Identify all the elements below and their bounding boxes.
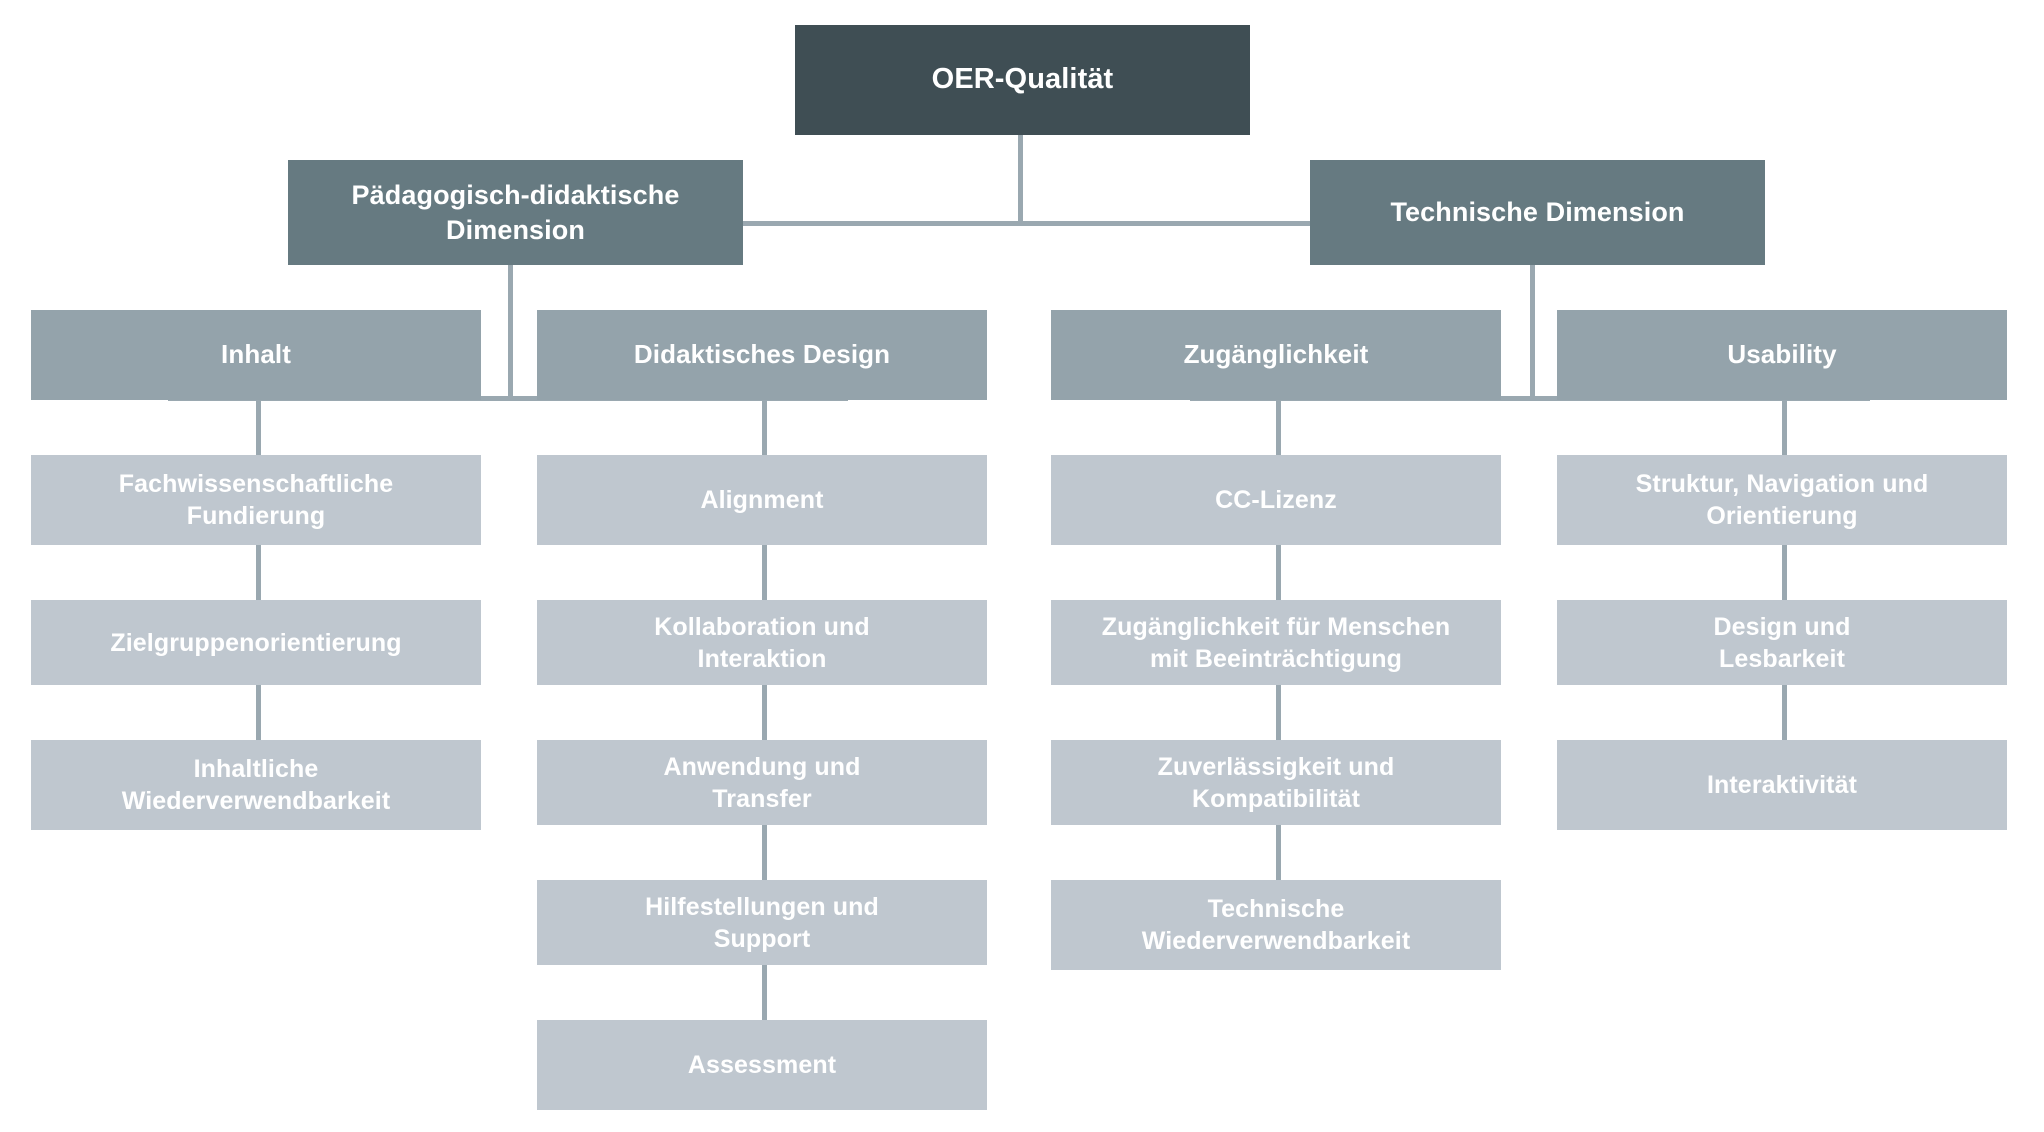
node-label: Didaktisches Design	[633, 339, 891, 370]
connector-didaktisches-design-2	[762, 545, 767, 600]
connector-zugaenglichkeit-3	[1276, 685, 1281, 740]
connector-inhalt-1	[256, 400, 261, 455]
connector-zugaenglichkeit-1	[1276, 400, 1281, 455]
node-label: Zuverlässigkeit und Kompatibilität	[1157, 752, 1395, 813]
node-label: CC-Lizenz	[1215, 486, 1337, 514]
node-category-inhalt[interactable]: Inhalt	[31, 310, 481, 400]
connector-didaktisches-design-4	[762, 825, 767, 880]
node-label: Hilfestellungen und Support	[645, 892, 879, 953]
connector-zugaenglichkeit-2	[1276, 545, 1281, 600]
node-label: Fachwissenschaftliche Fundierung	[118, 470, 394, 530]
connector-paedagogisch-categories	[168, 396, 848, 401]
node-label: Alignment	[700, 486, 824, 514]
node-category-zugaenglichkeit[interactable]: Zugänglichkeit	[1051, 310, 1501, 400]
connector-technisch-down	[1530, 265, 1535, 400]
node-label: Assessment	[687, 1051, 837, 1079]
node-label: Inhalt	[221, 339, 291, 370]
connector-technisch-categories	[1190, 396, 1870, 401]
connector-root-down	[1018, 135, 1023, 225]
node-item-design-und-lesbarkeit[interactable]: Design und Lesbarkeit	[1557, 600, 2007, 685]
connector-zugaenglichkeit-4	[1276, 825, 1281, 880]
node-label: Anwendung und Transfer	[663, 752, 861, 813]
node-label: Kollaboration und Interaktion	[654, 612, 870, 673]
node-label: Technische Wiederverwendbarkeit	[1141, 895, 1411, 955]
node-item-cc-lizenz[interactable]: CC-Lizenz	[1051, 455, 1501, 545]
connector-dimension-spine	[560, 221, 1480, 226]
node-label: Zugänglichkeit	[1183, 339, 1369, 370]
node-label: Pädagogisch-didaktische Dimension	[351, 179, 680, 245]
node-root-oer-qualitaet[interactable]: OER-Qualität	[795, 25, 1250, 135]
node-label: OER-Qualität	[931, 63, 1114, 96]
node-item-technische-wiederverwendbarkeit[interactable]: Technische Wiederverwendbarkeit	[1051, 880, 1501, 970]
node-item-kollaboration-und-interaktion[interactable]: Kollaboration und Interaktion	[537, 600, 987, 685]
connector-inhalt-2	[256, 545, 261, 600]
connector-inhalt-3	[256, 685, 261, 740]
node-dimension-technisch[interactable]: Technische Dimension	[1310, 160, 1765, 265]
node-category-didaktisches-design[interactable]: Didaktisches Design	[537, 310, 987, 400]
node-label: Struktur, Navigation und Orientierung	[1635, 470, 1929, 530]
node-label: Zielgruppenorientierung	[110, 628, 402, 657]
node-label: Technische Dimension	[1390, 197, 1685, 228]
node-label: Interaktivität	[1706, 771, 1858, 799]
node-category-usability[interactable]: Usability	[1557, 310, 2007, 400]
connector-didaktisches-design-1	[762, 400, 767, 455]
connector-paedagogisch-down	[508, 265, 513, 400]
connector-usability-1	[1782, 400, 1787, 455]
connector-didaktisches-design-3	[762, 685, 767, 740]
connector-usability-2	[1782, 545, 1787, 600]
node-item-fachwissenschaftliche-fundierung[interactable]: Fachwissenschaftliche Fundierung	[31, 455, 481, 545]
node-item-zuverlaessigkeit-und-kompatibilitaet[interactable]: Zuverlässigkeit und Kompatibilität	[1051, 740, 1501, 825]
node-item-struktur-navigation-und-orientierung[interactable]: Struktur, Navigation und Orientierung	[1557, 455, 2007, 545]
node-item-inhaltliche-wiederverwendbarkeit[interactable]: Inhaltliche Wiederverwendbarkeit	[31, 740, 481, 830]
node-item-interaktivitaet[interactable]: Interaktivität	[1557, 740, 2007, 830]
node-item-zielgruppenorientierung[interactable]: Zielgruppenorientierung	[31, 600, 481, 685]
node-label: Usability	[1727, 339, 1837, 370]
node-label: Design und Lesbarkeit	[1713, 612, 1851, 673]
node-label: Inhaltliche Wiederverwendbarkeit	[121, 755, 391, 815]
connector-usability-3	[1782, 685, 1787, 740]
node-item-assessment[interactable]: Assessment	[537, 1020, 987, 1110]
node-label: Zugänglichkeit für Menschen mit Beeinträ…	[1101, 612, 1451, 673]
node-dimension-paedagogisch[interactable]: Pädagogisch-didaktische Dimension	[288, 160, 743, 265]
node-item-zugaenglichkeit-fuer-menschen-mit-beeintraechtigung[interactable]: Zugänglichkeit für Menschen mit Beeinträ…	[1051, 600, 1501, 685]
node-item-alignment[interactable]: Alignment	[537, 455, 987, 545]
node-item-hilfestellungen-und-support[interactable]: Hilfestellungen und Support	[537, 880, 987, 965]
node-item-anwendung-und-transfer[interactable]: Anwendung und Transfer	[537, 740, 987, 825]
connector-didaktisches-design-5	[762, 965, 767, 1020]
